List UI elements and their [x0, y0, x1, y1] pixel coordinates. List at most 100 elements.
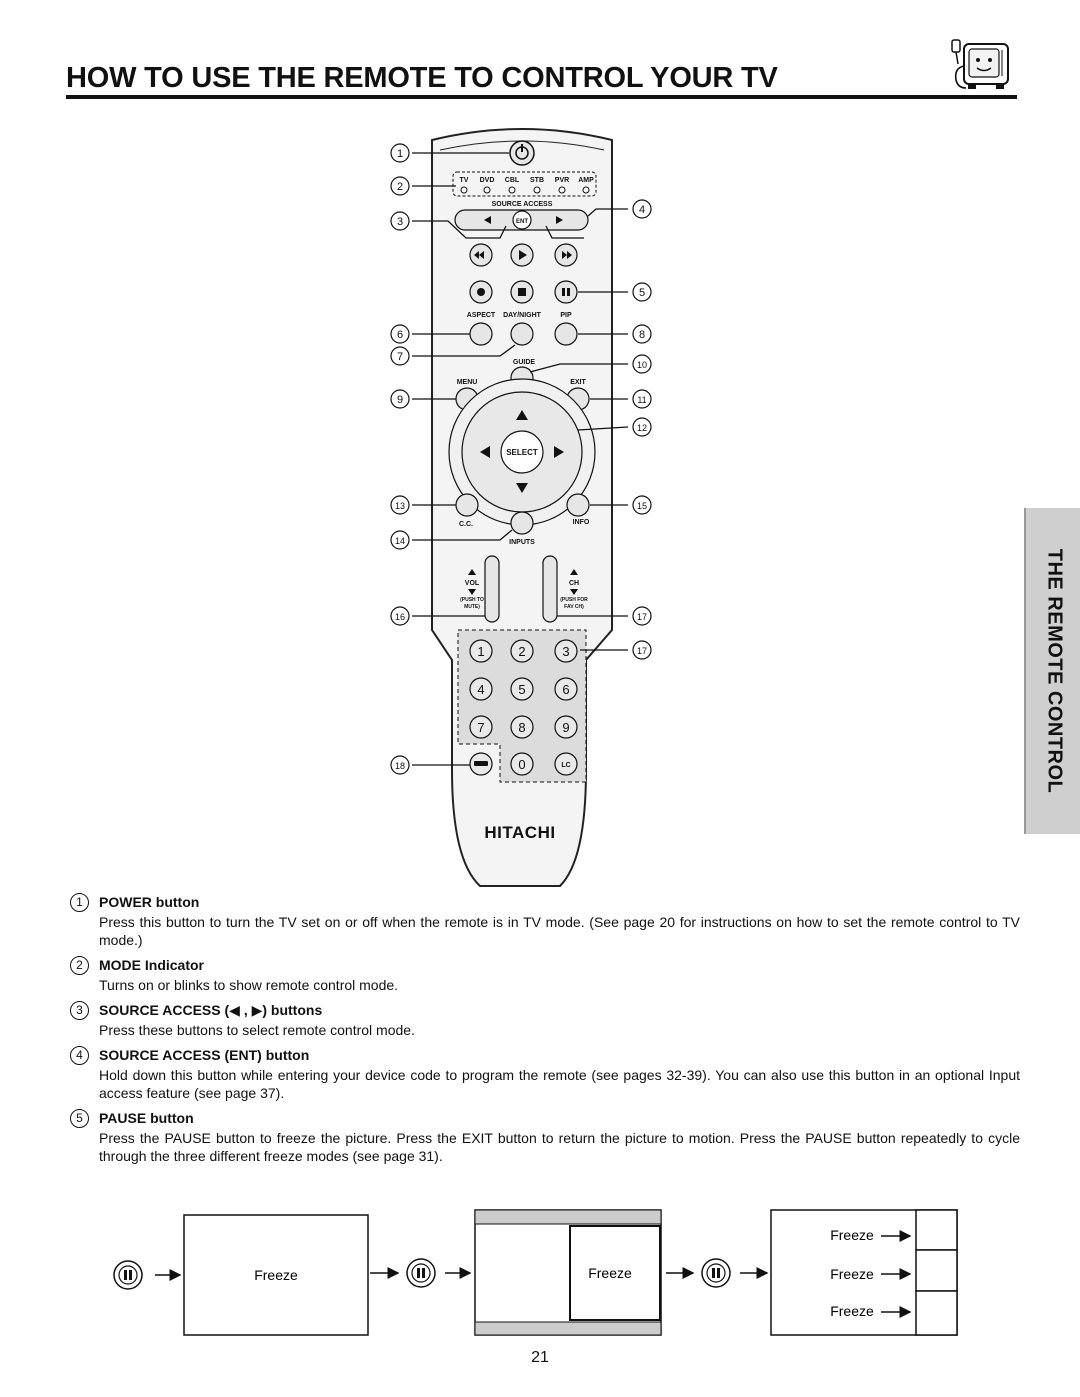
mode-label-cbl: CBL: [505, 177, 520, 184]
callout-2: 2: [397, 181, 403, 193]
callout-lines: [412, 152, 629, 766]
section-text: Press the PAUSE button to freeze the pic…: [99, 1130, 1020, 1164]
ch-label: CH: [569, 580, 579, 587]
source-right-icon: [556, 216, 563, 224]
menu-label: MENU: [457, 379, 478, 386]
digit-4-label: 4: [477, 682, 484, 697]
section-heading: MODE Indicator: [99, 957, 205, 973]
section-heading: SOURCE ACCESS (ENT) button: [99, 1047, 310, 1063]
vol-up-icon: [468, 569, 476, 575]
digit-5-button: [510, 677, 534, 701]
power-icon: [515, 144, 529, 160]
stop-icon: [518, 288, 526, 296]
fast-forward-icon: [562, 251, 572, 259]
cc-label: C.C.: [459, 521, 473, 528]
select-label: SELECT: [506, 448, 538, 457]
play-icon: [519, 250, 527, 260]
callout-12: 12: [637, 423, 647, 433]
digit-7-button: [469, 715, 493, 739]
callout-4: 4: [639, 204, 645, 216]
exit-label: EXIT: [570, 379, 586, 386]
digit-9-label: 9: [562, 720, 569, 735]
callout-16: 16: [395, 612, 405, 622]
section-mode-indicator: 2 MODE Indicator Turns on or blinks to s…: [70, 956, 1020, 994]
pause-button: [554, 280, 578, 304]
digit-3-label: 3: [562, 644, 569, 659]
freeze-screen-full: [183, 1214, 369, 1336]
info-button: [566, 493, 590, 517]
digit-4-button: [469, 677, 493, 701]
section-text: Turns on or blinks to show remote contro…: [99, 977, 399, 993]
channel-rocker: [542, 555, 558, 623]
pip-label: PIP: [560, 312, 572, 319]
callout-8: 8: [639, 329, 645, 341]
digit-9-button: [554, 715, 578, 739]
aspect-label: ASPECT: [467, 312, 496, 319]
digit-3-button: [554, 639, 578, 663]
source-left-icon: [484, 216, 491, 224]
guide-label: GUIDE: [513, 359, 536, 366]
mode-label-stb: STB: [530, 177, 544, 184]
tv-mascot-icon: [951, 39, 1009, 89]
dash-icon: [474, 761, 488, 766]
push-to-mute-label-2: MUTE): [464, 604, 480, 610]
cc-button: [455, 493, 479, 517]
lc-button: [554, 752, 578, 776]
freeze-label-multi-3: Freeze: [830, 1303, 874, 1319]
push-to-mute-label-1: (PUSH TO: [460, 597, 484, 603]
section-number: 3: [70, 1001, 89, 1020]
callout-15: 15: [637, 501, 647, 511]
digit-8-button: [510, 715, 534, 739]
digit-7-label: 7: [477, 720, 484, 735]
pause-icon: [562, 288, 570, 296]
digit-1-label: 1: [477, 644, 484, 659]
down-arrow-icon: [516, 483, 528, 493]
callout-7: 7: [397, 351, 403, 363]
digit-6-button: [554, 677, 578, 701]
section-heading: PAUSE button: [99, 1110, 194, 1126]
freeze-label-multi-1: Freeze: [830, 1227, 874, 1243]
ch-up-icon: [570, 569, 578, 575]
freeze-label-multi-2: Freeze: [830, 1266, 874, 1282]
callout-17a: 17: [637, 612, 647, 622]
callout-9: 9: [397, 394, 403, 406]
callout-11: 11: [637, 395, 646, 405]
callout-6: 6: [397, 329, 403, 341]
section-source-access-arrows: 3 SOURCE ACCESS (◀ , ▶) buttons Press th…: [70, 1001, 1020, 1039]
inputs-label: INPUTS: [509, 539, 535, 546]
callout-3: 3: [397, 216, 403, 228]
push-for-fav-label-1: (PUSH FOR: [560, 597, 588, 603]
section-number: 4: [70, 1046, 89, 1065]
callout-14: 14: [395, 536, 405, 546]
digit-8-label: 8: [518, 720, 525, 735]
remote-control-illustration: TV DVD CBL STB PVR AMP SOURCE ACCESS ENT…: [390, 128, 652, 887]
callout-10: 10: [637, 360, 647, 370]
callout-13: 13: [395, 501, 405, 511]
brand-logo: HITACHI: [484, 823, 555, 842]
digit-0-label: 0: [518, 757, 525, 772]
vol-label: VOL: [465, 580, 480, 587]
digit-1-button: [469, 639, 493, 663]
section-number: 5: [70, 1109, 89, 1128]
right-arrow-icon: [554, 446, 564, 458]
page-number: 21: [531, 1349, 549, 1366]
day-night-label: DAY/NIGHT: [503, 312, 542, 319]
source-access-label: SOURCE ACCESS: [492, 201, 553, 208]
digit-6-label: 6: [562, 682, 569, 697]
freeze-label-full: Freeze: [254, 1267, 298, 1283]
digit-0-button: [510, 752, 534, 776]
freeze-label-split: Freeze: [588, 1265, 632, 1281]
digit-2-label: 2: [518, 644, 525, 659]
select-button: [500, 430, 544, 474]
callout-1: 1: [397, 148, 403, 160]
rewind-icon: [474, 251, 484, 259]
keypad-area: [457, 629, 587, 783]
push-for-fav-label-2: FAV CH): [564, 604, 584, 610]
mode-label-tv: TV: [460, 177, 469, 184]
digit-2-button: [510, 639, 534, 663]
mode-label-amp: AMP: [578, 177, 594, 184]
info-label: INFO: [573, 519, 590, 526]
lc-label: LC: [561, 762, 570, 769]
section-text: Hold down this button while entering you…: [99, 1067, 1020, 1101]
pause-icon: [406, 1258, 436, 1288]
